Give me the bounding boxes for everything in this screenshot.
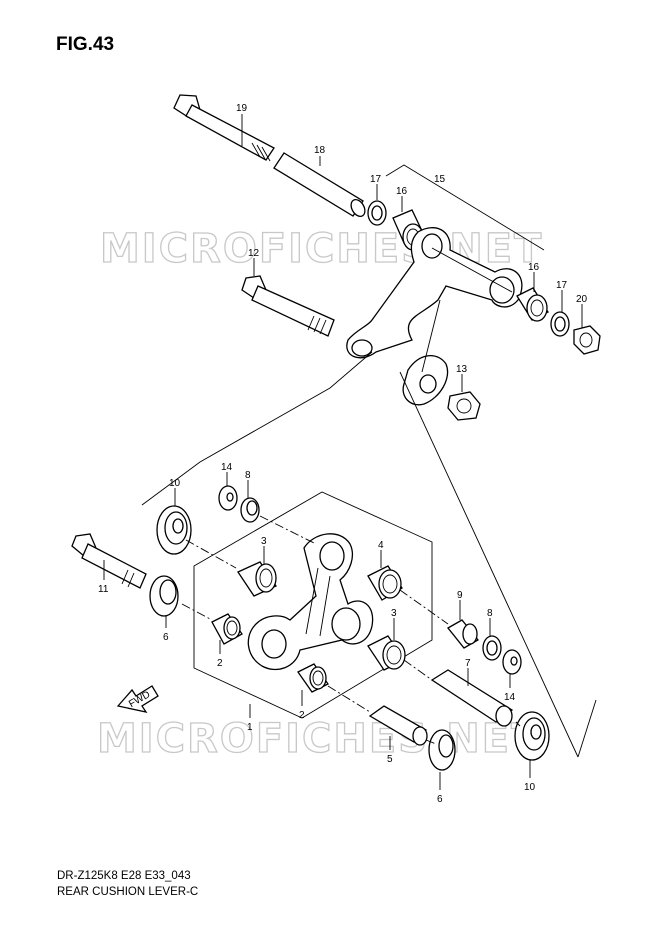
callout-2-left: 2 bbox=[217, 658, 223, 669]
nut-13 bbox=[447, 391, 481, 421]
callout-5: 5 bbox=[387, 754, 393, 765]
dust-seal-10-left bbox=[156, 505, 192, 555]
dust-seal-10-right bbox=[514, 711, 550, 761]
callout-15: 15 bbox=[434, 174, 446, 185]
bearing-3-right bbox=[367, 635, 406, 671]
callout-1: 1 bbox=[247, 722, 253, 733]
nut-20 bbox=[573, 325, 601, 355]
callout-17-upper: 17 bbox=[370, 174, 382, 185]
callout-16-upper: 16 bbox=[396, 186, 408, 197]
bearing-4 bbox=[367, 565, 403, 601]
callout-12: 12 bbox=[248, 248, 260, 259]
callout-11: 11 bbox=[98, 584, 109, 595]
callout-8-right: 8 bbox=[487, 608, 493, 619]
spacer-5 bbox=[368, 705, 428, 746]
callout-13: 13 bbox=[456, 364, 468, 375]
callout-16-right: 16 bbox=[528, 262, 540, 273]
callout-6-right: 6 bbox=[437, 794, 443, 805]
spacer-7 bbox=[430, 669, 514, 727]
figure-title: FIG.43 bbox=[56, 34, 115, 55]
bearing-3-left bbox=[237, 561, 277, 597]
bearing-2-left bbox=[211, 613, 243, 645]
dust-seal-6-left bbox=[149, 575, 179, 617]
model-code: DR-Z125K8 E28 E33_043 bbox=[57, 870, 191, 882]
callout-14-left: 14 bbox=[221, 462, 233, 473]
callout-14-right: 14 bbox=[504, 692, 516, 703]
callout-7: 7 bbox=[465, 658, 471, 669]
callout-10-right: 10 bbox=[524, 782, 536, 793]
cushion-lever-1 bbox=[247, 533, 374, 671]
dust-seal-6-right bbox=[428, 729, 456, 771]
bearing-2-lower bbox=[297, 663, 329, 693]
callout-19: 19 bbox=[236, 103, 248, 114]
bearing-16-right bbox=[516, 287, 549, 322]
callout-6-left: 6 bbox=[163, 632, 169, 643]
callout-2-lower: 2 bbox=[299, 710, 305, 721]
callout-20: 20 bbox=[576, 294, 588, 305]
callout-17-right: 17 bbox=[556, 280, 568, 291]
bolt-19 bbox=[173, 94, 275, 162]
bolt-12 bbox=[241, 275, 335, 337]
bolt-11 bbox=[71, 533, 147, 589]
watermark-bottom: MICROFICHES.NET bbox=[97, 716, 540, 762]
callout-9: 9 bbox=[457, 590, 463, 601]
assembly-name: REAR CUSHION LEVER-C bbox=[57, 886, 199, 898]
fwd-arrow-icon: FWD bbox=[116, 685, 159, 713]
lever-assembly-frame bbox=[193, 491, 433, 719]
callout-3-left: 3 bbox=[261, 536, 267, 547]
cushion-rod-15 bbox=[346, 227, 523, 406]
callout-3-right: 3 bbox=[391, 608, 397, 619]
spacer-18 bbox=[273, 152, 366, 218]
spacer-9 bbox=[447, 619, 479, 649]
callout-8-left: 8 bbox=[245, 470, 251, 481]
callout-10-left: 10 bbox=[169, 478, 181, 489]
callout-18: 18 bbox=[314, 145, 326, 156]
callout-4: 4 bbox=[378, 540, 384, 551]
